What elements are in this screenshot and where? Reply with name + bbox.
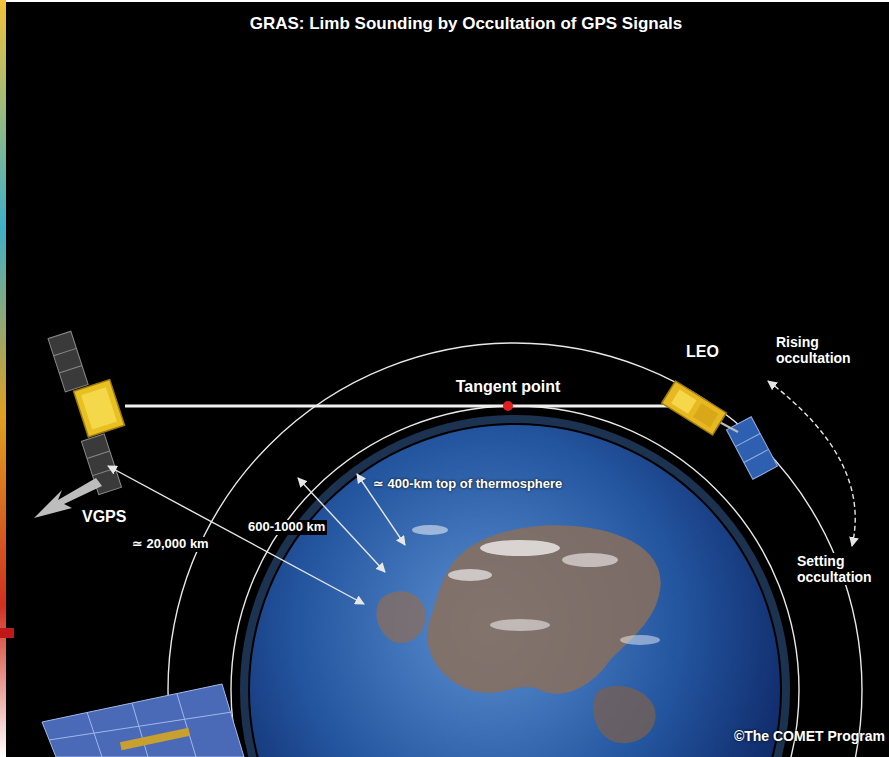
point-label: Tangent point [456, 378, 561, 396]
panel-grid [59, 365, 82, 372]
satellite-body [662, 381, 727, 435]
leo-body [662, 381, 727, 435]
earth-glow [244, 419, 786, 757]
panel-frame [120, 728, 190, 750]
diagram-title: GRAS: Limb Sounding by Occultation of GP… [250, 14, 683, 34]
occultation-arrow [768, 381, 855, 546]
solar-panel [42, 684, 244, 757]
dimension-label: 600-1000 km [246, 520, 327, 535]
panel-grid [49, 712, 232, 740]
signal-ray [125, 405, 668, 408]
motion-label: Rising occultation [776, 334, 872, 366]
leo-satellite [662, 381, 778, 479]
satellite-label: LEO [686, 343, 719, 361]
satellite-panel-partial [42, 684, 244, 757]
copyright-watermark: ©The COMET Program [734, 728, 885, 744]
cloud [412, 525, 448, 535]
dimension-label: ≃ 20,000 km [130, 537, 211, 552]
panel-grid [54, 348, 77, 355]
tangent-point-dot [503, 401, 513, 411]
gps-satellite [48, 324, 142, 494]
earth-globe [244, 419, 786, 757]
cloud [448, 569, 492, 581]
solar-panel [48, 331, 88, 392]
land-mass [376, 591, 425, 643]
satellite-body [74, 380, 125, 437]
panel-grid [177, 694, 196, 757]
cloud [490, 619, 550, 631]
cloud [480, 540, 560, 556]
solar-panel [726, 417, 777, 480]
panel-grid [744, 449, 769, 462]
satellite-body-face [671, 390, 696, 414]
dimension-arrow [108, 466, 364, 604]
panel-grid [87, 451, 110, 458]
panel-grid [93, 468, 116, 475]
satellite-body-face [81, 387, 117, 429]
dimension-label: ≃ 400-km top of thermosphere [373, 477, 562, 492]
slide-edge-mark [0, 628, 14, 638]
land-mass [593, 686, 655, 743]
motion-label: Setting occultation [795, 553, 885, 585]
slide-edge-strip [0, 0, 6, 757]
cloud [620, 635, 660, 645]
satellite-body-face [693, 403, 718, 427]
land-mass [427, 525, 660, 693]
cloud-cover [412, 525, 660, 645]
panel-grid [87, 712, 102, 757]
panel-grid [735, 433, 760, 446]
thermosphere-ring [231, 406, 799, 757]
panel-grid [132, 703, 148, 757]
velocity-label: VGPS [82, 508, 126, 526]
cloud [562, 553, 618, 567]
leo-solar-panel [726, 417, 777, 480]
